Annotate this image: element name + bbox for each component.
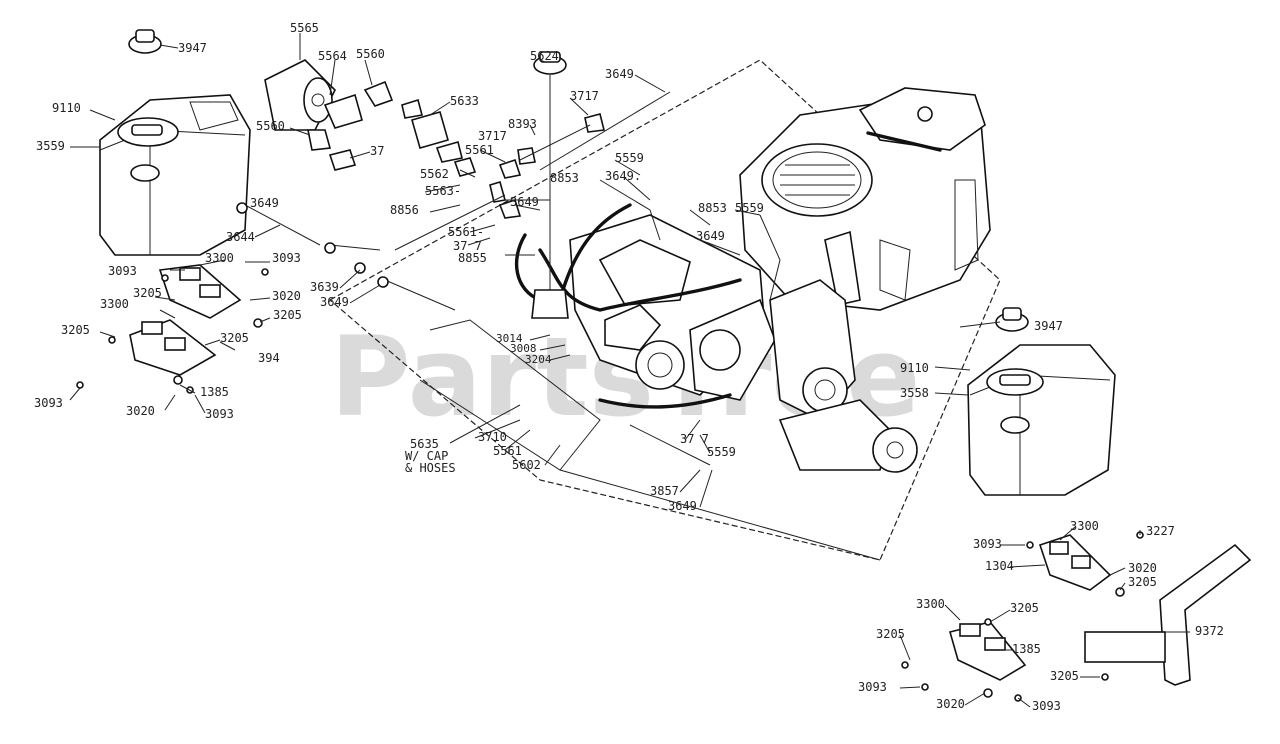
callout-3205-e: 3205	[1128, 575, 1157, 589]
callout-5564: 5564	[318, 49, 347, 63]
callout-3020-c: 3020	[1128, 561, 1157, 575]
callout-5565: 5565	[290, 21, 319, 35]
callout-3204: 3204	[525, 353, 552, 366]
oil-filter-group	[264, 59, 605, 219]
hardware-right	[901, 531, 1144, 702]
callout-3717-a: 3717	[570, 89, 599, 103]
callout-5559: 5559	[615, 151, 644, 165]
transmission-assembly	[569, 214, 918, 473]
callout-3559: 3559	[36, 139, 65, 153]
callout-3857: 3857	[650, 484, 679, 498]
callout-3300-d: 3300	[916, 597, 945, 611]
callout-8856: 8856	[390, 203, 419, 217]
callout-5602: 5602	[512, 458, 541, 472]
callout-3947-right: 3947	[1034, 319, 1063, 333]
callout-3205-g: 3205	[876, 627, 905, 641]
callout-3644: 3644	[226, 230, 255, 244]
callout-5624: 5624	[530, 49, 559, 63]
callout-5561-b: 5561-	[448, 225, 484, 239]
callout-5559-c: 5559	[707, 445, 736, 459]
callout-3020-d: 3020	[936, 697, 965, 711]
callout-3639: 3639	[310, 280, 339, 294]
callout-3649-d: 3649	[250, 196, 279, 210]
handle-bar	[1084, 543, 1252, 686]
callout-8853-a: 8853	[550, 171, 579, 185]
callout-3205-b: 3205	[273, 308, 302, 322]
engine	[739, 87, 991, 311]
callout-5633: 5633	[450, 94, 479, 108]
hydraulic-hoses	[514, 203, 742, 409]
callout-5559-b: 5559	[735, 201, 764, 215]
callout-3649-a: 3649.	[605, 169, 641, 183]
callout-8853-b: 8853	[698, 201, 727, 215]
bracket-right-upper	[1038, 534, 1112, 591]
fuel-cap-left	[128, 29, 162, 54]
callout-5561-a: 5561	[465, 143, 494, 157]
callout-5560: 5560	[356, 47, 385, 61]
callout-3947-left: 3947	[178, 41, 207, 55]
callout-3093-a: 3093	[108, 264, 137, 278]
callout-3093-g: 3093	[1032, 699, 1061, 713]
callout-3205-d: 3205	[220, 331, 249, 345]
fuel-tank-right	[967, 344, 1116, 496]
callout-3649-top: 3649	[605, 67, 634, 81]
callout-3014: 3014	[496, 332, 523, 345]
callout-3558: 3558	[900, 386, 929, 400]
callout-3649-e: 3649	[320, 295, 349, 309]
callout-3093-e: 3093	[973, 537, 1002, 551]
bracket-right-lower	[949, 621, 1027, 681]
callout-9110-right: 9110	[900, 361, 929, 375]
callout-3649-b: 3649	[510, 195, 539, 209]
callout-8855: 8855	[458, 251, 487, 265]
callout-3020-b: 3020	[126, 404, 155, 418]
callout-3093-d: 3093	[205, 407, 234, 421]
callout-3227: 3227	[1146, 524, 1175, 538]
callout-394: 394	[258, 351, 280, 365]
callout-3205-h: 3205	[1050, 669, 1079, 683]
callout-3205-f: 3205	[1010, 601, 1039, 615]
callout-5563: 5563-	[425, 184, 461, 198]
callout-3717-b: 3717	[478, 129, 507, 143]
callout-8393: 8393	[508, 117, 537, 131]
fuel-tank-left	[99, 94, 251, 256]
callout-5635-note-1: W/ CAP	[405, 449, 448, 463]
fuel-cap-right	[995, 307, 1029, 332]
callout-1385-b: 1385	[1012, 642, 1041, 656]
callout-3717-7: 37 7	[453, 239, 482, 253]
callout-3093-b: 3093	[272, 251, 301, 265]
callout-3300-c: 3300	[1070, 519, 1099, 533]
hardware-left	[76, 202, 389, 394]
callout-3649-c: 3649	[696, 229, 725, 243]
callout-1304: 1304	[985, 559, 1014, 573]
bracket-left-upper	[158, 264, 242, 319]
callout-9110-left: 9110	[52, 101, 81, 115]
callout-labels: 3947 9110 3559 5565 5564 5560 5633 5560 …	[34, 21, 1224, 713]
bracket-left-lower	[129, 319, 217, 376]
reservoir-cap-center	[531, 51, 569, 319]
callout-3710: 3710	[478, 430, 507, 444]
callout-3205-c: 3205	[61, 323, 90, 337]
callout-3649-f: 3649	[668, 499, 697, 513]
callout-5635-note-2: & HOSES	[405, 461, 456, 475]
callout-9372: 9372	[1195, 624, 1224, 638]
shafts-and-rods	[244, 91, 781, 466]
callout-5562: 5562	[420, 167, 449, 181]
callout-5635: 5635	[410, 437, 439, 451]
callout-3093-c: 3093	[34, 396, 63, 410]
callout-37: 37	[370, 144, 384, 158]
callout-3717-c: 37 7	[680, 432, 709, 446]
leader-lines	[69, 33, 1190, 708]
callout-3300-a: 3300	[205, 251, 234, 265]
callout-3300-b: 3300	[100, 297, 129, 311]
callout-3205-a: 3205	[133, 286, 162, 300]
callout-5560-b: 5560	[256, 119, 285, 133]
callout-1385: 1385	[200, 385, 229, 399]
callout-3008: 3008	[510, 342, 537, 355]
callout-5561-c: 5561	[493, 444, 522, 458]
chassis-frame	[328, 59, 1001, 561]
callout-3093-f: 3093	[858, 680, 887, 694]
callout-3020-a: 3020	[272, 289, 301, 303]
